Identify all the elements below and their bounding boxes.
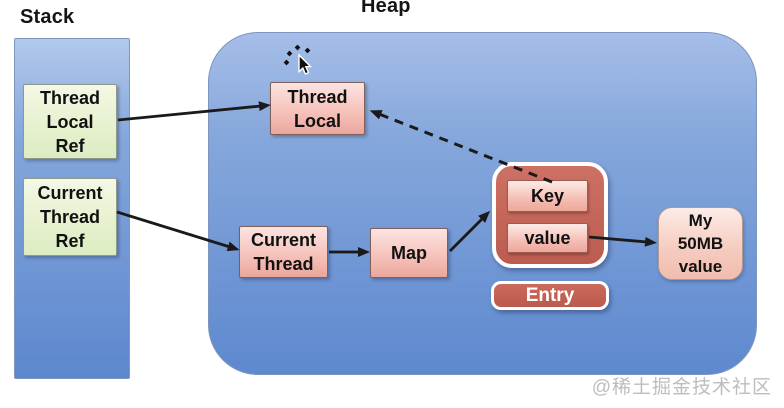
heap-node-key: Key — [507, 180, 588, 212]
watermark-text: @稀土掘金技术社区 — [591, 377, 772, 398]
heap-node-my-50mb-value: My 50MB value — [658, 207, 743, 280]
heap-node-thread-local: Thread Local — [270, 82, 365, 135]
stack-frame-thread-local-ref: Thread Local Ref — [23, 84, 117, 159]
heap-title: Heap — [361, 0, 411, 17]
heap-node-current-thread: Current Thread — [239, 226, 328, 278]
stack-title: Stack — [20, 6, 75, 28]
heap-node-value: value — [507, 223, 588, 253]
stack-frame-current-thread-ref: Current Thread Ref — [23, 178, 117, 256]
heap-node-map: Map — [370, 228, 448, 278]
entry-caption: Entry — [491, 281, 609, 310]
